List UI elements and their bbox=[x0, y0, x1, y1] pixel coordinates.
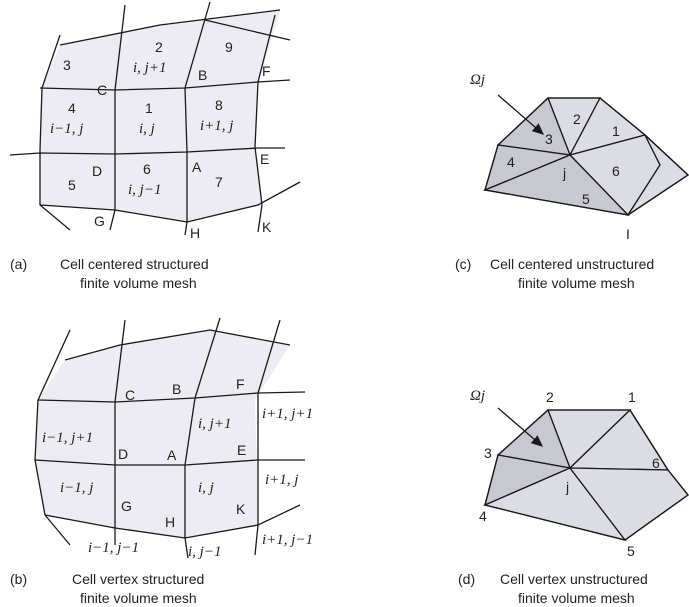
caption-d-tag: (d) bbox=[458, 571, 475, 587]
cell-2-number: 2 bbox=[573, 111, 581, 127]
caption-c-tag: (c) bbox=[455, 256, 471, 272]
node-1: 1 bbox=[628, 389, 636, 405]
center-j: j bbox=[562, 165, 566, 181]
point-a: A bbox=[192, 159, 202, 175]
point-e: E bbox=[237, 442, 246, 458]
cell-1-number: 1 bbox=[145, 100, 153, 116]
point-c: C bbox=[125, 387, 135, 403]
panel-c-unstructured-cell-centered: Ωj 2 1 3 4 6 5 j I (c) Cell centered uns… bbox=[455, 72, 689, 291]
caption-b-tag: (b) bbox=[10, 571, 27, 587]
cell-2-index: i, j+1 bbox=[133, 60, 166, 76]
point-f: F bbox=[262, 63, 271, 79]
point-b: B bbox=[172, 381, 181, 397]
point-h: H bbox=[165, 514, 175, 530]
cell-2-number: 2 bbox=[155, 39, 163, 55]
point-d: D bbox=[92, 163, 102, 179]
cell-8-number: 8 bbox=[215, 97, 223, 113]
index-ip1-jm1: i+1, j−1 bbox=[262, 532, 313, 548]
cell-3-number: 3 bbox=[545, 131, 553, 147]
point-g: G bbox=[121, 498, 132, 514]
cell-4-number: 4 bbox=[68, 100, 76, 116]
caption-c-line1: Cell centered unstructured bbox=[490, 256, 654, 272]
cell-6-index: i, j−1 bbox=[128, 182, 161, 198]
point-g: G bbox=[94, 213, 105, 229]
index-im1-j: i−1, j bbox=[60, 480, 93, 496]
cell-4-number: 4 bbox=[507, 154, 515, 170]
index-im1-jp1: i−1, j+1 bbox=[42, 430, 93, 446]
index-im1-jm1: i−1, j−1 bbox=[88, 540, 139, 556]
center-j: j bbox=[565, 479, 569, 495]
cell-1-number: 1 bbox=[612, 123, 620, 139]
point-e: E bbox=[260, 151, 269, 167]
omega-j-label: Ωj bbox=[470, 388, 485, 404]
point-h: H bbox=[190, 225, 200, 241]
cell-5-number: 5 bbox=[582, 191, 590, 207]
cell-8-index: i+1, j bbox=[200, 118, 233, 134]
caption-b-line1: Cell vertex structured bbox=[72, 571, 204, 587]
point-k: K bbox=[236, 501, 246, 517]
caption-a-line2: finite volume mesh bbox=[80, 275, 197, 291]
point-d: D bbox=[118, 446, 128, 462]
cell-7-number: 7 bbox=[215, 174, 223, 190]
caption-d-line2: finite volume mesh bbox=[518, 590, 635, 606]
caption-b-line2: finite volume mesh bbox=[80, 590, 197, 606]
cell-3-number: 3 bbox=[63, 57, 71, 73]
node-3: 3 bbox=[484, 445, 492, 461]
cell-6-number: 6 bbox=[612, 163, 620, 179]
caption-a-tag: (a) bbox=[10, 256, 27, 272]
panel-d-unstructured-cell-vertex: Ωj 2 1 3 6 4 5 j (d) Cell vertex unstruc… bbox=[458, 388, 689, 606]
node-4: 4 bbox=[479, 508, 487, 524]
caption-a-line1: Cell centered structured bbox=[60, 256, 209, 272]
omega-j-label: Ωj bbox=[470, 72, 485, 88]
node-5: 5 bbox=[627, 543, 635, 559]
point-f: F bbox=[236, 376, 245, 392]
index-i-jp1: i, j+1 bbox=[198, 416, 231, 432]
cell-9-number: 9 bbox=[225, 39, 233, 55]
caption-c-line2: finite volume mesh bbox=[518, 275, 635, 291]
node-6: 6 bbox=[652, 455, 660, 471]
point-k: K bbox=[262, 219, 272, 235]
point-a: A bbox=[167, 447, 177, 463]
point-c: C bbox=[97, 82, 107, 98]
cell-1-index: i, j bbox=[139, 121, 155, 137]
cell-6-number: 6 bbox=[143, 161, 151, 177]
cell-5-number: 5 bbox=[68, 177, 76, 193]
index-i-jm1: i, j−1 bbox=[188, 544, 221, 560]
panel-a-structured-cell-centered: 2 i, j+1 9 3 4 i−1, j 1 i, j 8 i+1, j 5 … bbox=[9, 1, 301, 291]
index-ip1-jp1: i+1, j+1 bbox=[262, 406, 313, 422]
caption-d-line1: Cell vertex unstructured bbox=[500, 571, 648, 587]
panel-b-structured-cell-vertex: C B F D A E G H K i−1, j+1 i, j+1 i+1, j… bbox=[10, 317, 313, 606]
index-ip1-j: i+1, j bbox=[265, 472, 298, 488]
cell-4-index: i−1, j bbox=[50, 121, 83, 137]
node-2: 2 bbox=[546, 389, 554, 405]
index-i-j: i, j bbox=[198, 480, 214, 496]
corner-i: I bbox=[626, 226, 630, 242]
point-b: B bbox=[198, 67, 207, 83]
